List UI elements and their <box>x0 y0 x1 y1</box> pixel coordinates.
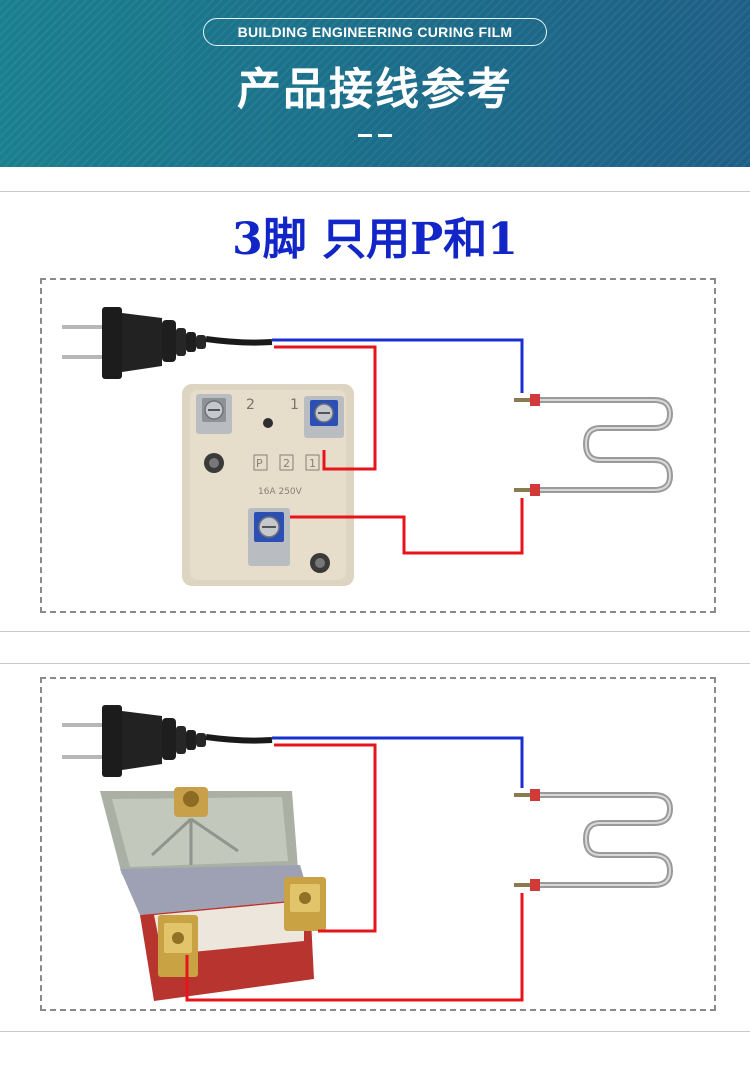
header-badge: BUILDING ENGINEERING CURING FILM <box>203 18 547 46</box>
heating-element-icon <box>514 789 674 891</box>
left-spade-terminal <box>158 915 198 977</box>
header-banner: BUILDING ENGINEERING CURING FILM 产品接线参考 <box>0 0 750 167</box>
mark-p-label: P <box>256 457 263 470</box>
bimetal-thermostat <box>100 787 326 1001</box>
neutral-wire <box>272 338 524 393</box>
terminal-p-screw <box>248 508 290 566</box>
power-plug-icon <box>62 307 273 379</box>
rating-label: 16A 250V <box>258 487 303 497</box>
mark-1-label: 1 <box>309 457 316 470</box>
three-pin-thermostat: 2 1 P 2 1 16A 250V <box>182 384 354 586</box>
page-title: 产品接线参考 <box>237 64 513 115</box>
terminal-2-screw <box>196 394 232 434</box>
live-wire-to-terminal-1 <box>274 345 377 471</box>
terminal-1-screw <box>304 396 344 438</box>
mark-2-label: 2 <box>283 457 290 470</box>
title-underline-left <box>358 134 372 137</box>
terminal-1-label: 1 <box>290 397 299 413</box>
right-spade-terminal <box>284 877 326 931</box>
divider-bottom <box>0 1031 750 1032</box>
power-plug-icon <box>62 705 273 777</box>
neutral-wire <box>272 736 524 788</box>
live-wire-to-heater <box>185 893 524 1002</box>
live-wire-to-heater <box>290 498 524 555</box>
divider-middle-2 <box>0 663 750 664</box>
title-underline-right <box>378 134 392 137</box>
divider-middle <box>0 631 750 632</box>
terminal-2-label: 2 <box>246 397 255 413</box>
wiring-subtitle: 3脚 只用P和1 <box>232 214 518 265</box>
live-wire-to-right-terminal <box>274 743 377 933</box>
wiring-diagram-1: 2 1 P 2 1 16A 250V <box>40 278 716 613</box>
wiring-diagram-2 <box>40 677 716 1011</box>
heating-element-icon <box>514 394 674 496</box>
divider-top <box>0 191 750 192</box>
